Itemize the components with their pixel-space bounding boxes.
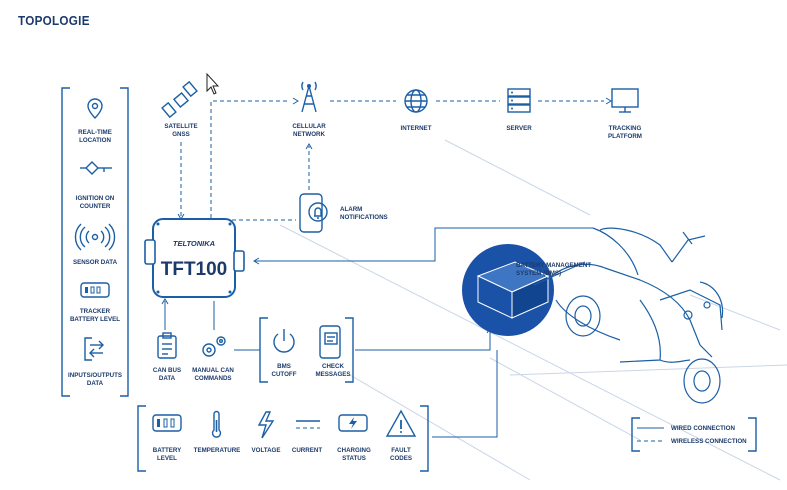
cellular-tower-icon [301,81,317,113]
page-title: TOPOLOGIE [18,13,90,28]
thermometer-icon [211,410,222,438]
label-temperature: TEMPERATURE [194,447,241,454]
internet-globe-icon [404,89,428,113]
ignition-key-icon [80,161,112,175]
alarm-phone-icon [299,193,328,233]
bms-battery-callout [399,244,586,336]
sensor-signal-icon [74,223,116,251]
server-icon [507,88,531,113]
sensor-bracket [61,87,129,397]
metrics-bracket-right [420,405,429,472]
background-lines [279,139,787,481]
current-dc-icon [296,420,320,429]
legend [631,417,757,452]
can-bus-clipboard-icon [157,332,177,359]
power-icon [273,329,295,353]
battery-level-icon [152,414,182,432]
label-current: CURRENT [292,447,322,454]
mouse-cursor-icon [206,72,220,95]
voltage-bolt-icon [257,411,275,439]
metrics-bracket-left [137,405,146,472]
device-model: TFT100 [161,259,228,280]
label-server: SERVER [506,125,532,132]
label-sensor-data: SENSOR DATA [73,259,118,266]
scooter-illustration [544,227,724,404]
gears-icon [202,336,226,357]
tracker-battery-icon [80,282,110,298]
charging-battery-icon [338,414,368,432]
tft100-device[interactable]: TELTONIKA TFT100 [144,218,245,298]
monitor-icon [611,88,639,113]
label-voltage: VOLTAGE [252,447,281,454]
location-pin-icon [87,98,103,119]
legend-wired: WIRED CONNECTION [671,425,735,432]
fault-warning-icon [385,409,417,437]
command-bracket-right [345,317,354,383]
satellite-icon [161,80,198,119]
messages-phone-icon [319,325,341,359]
legend-wireless: WIRELESS CONNECTION [671,438,747,445]
wireless-connections [177,97,612,221]
inputs-outputs-icon [84,337,104,361]
command-bracket-left [259,317,268,383]
device-brand: TELTONIKA [173,239,215,248]
label-internet: INTERNET [401,125,432,132]
